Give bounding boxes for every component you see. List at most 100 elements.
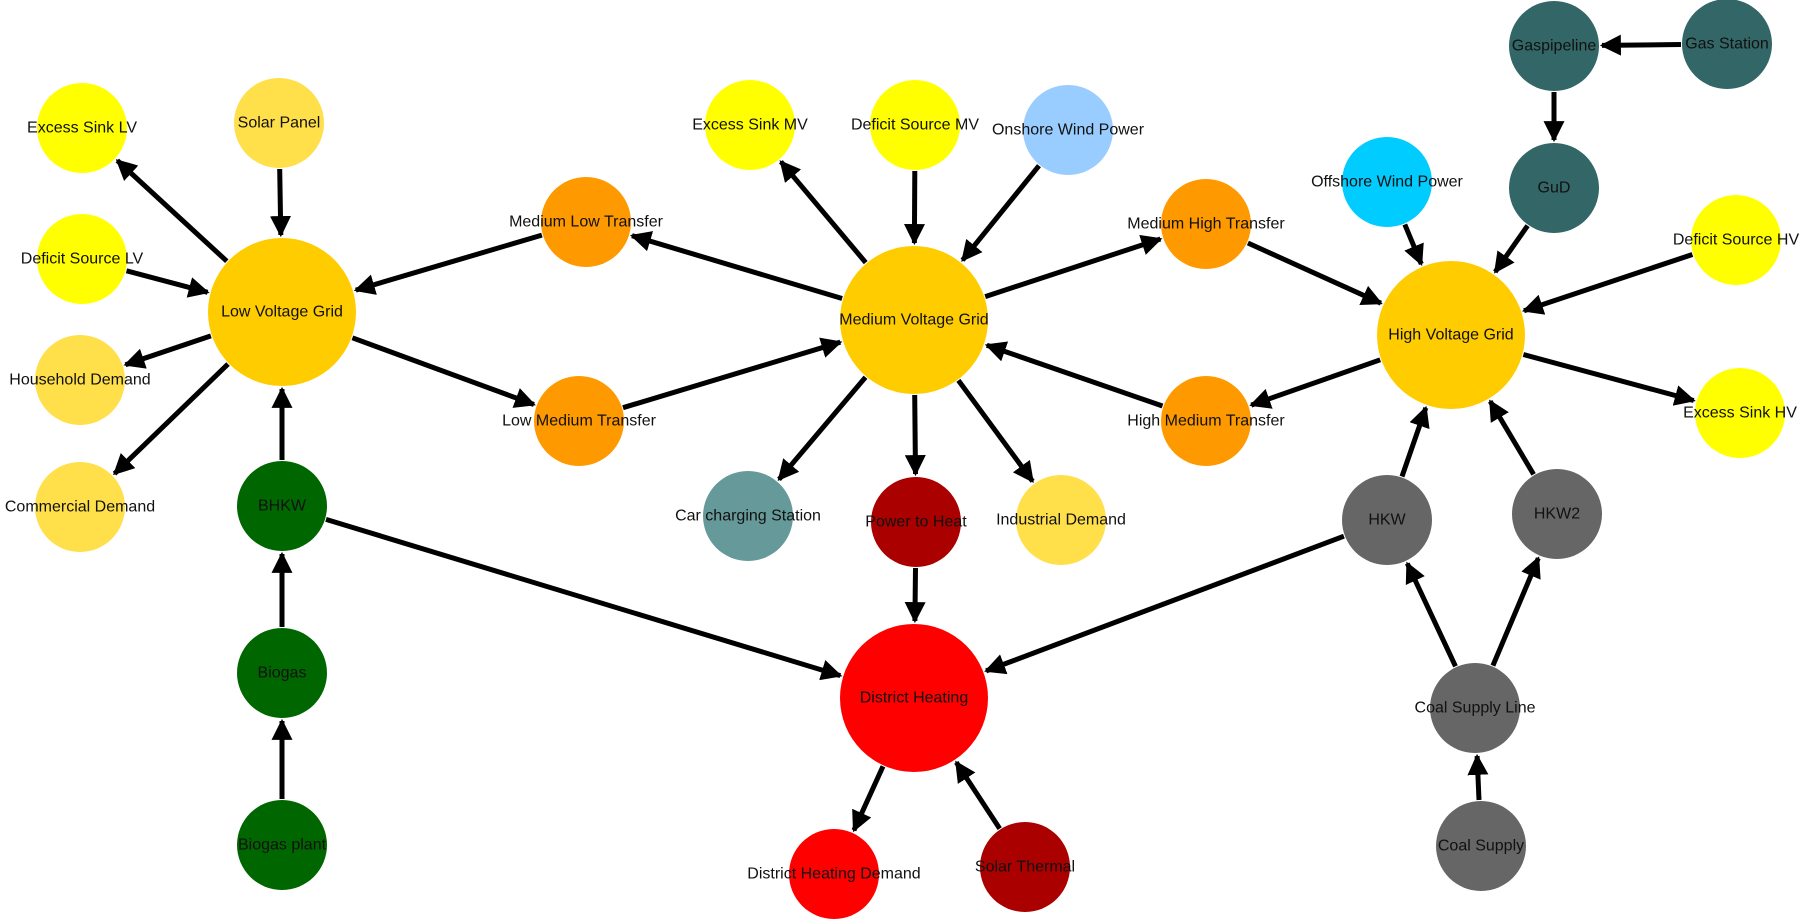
node-deficit-source-lv[interactable]: Deficit Source LV — [21, 214, 144, 304]
node-household-demand[interactable]: Household Demand — [9, 335, 151, 425]
edge-medium-voltage-grid-to-power-to-heat — [904, 394, 926, 477]
edge-coal-supply-line-to-hkw2 — [1490, 556, 1541, 667]
edge-gas-station-to-gaspipeline — [1599, 34, 1682, 56]
node-high-voltage-grid[interactable]: High Voltage Grid — [1377, 261, 1525, 409]
node-label-medium-voltage-grid: Medium Voltage Grid — [839, 312, 988, 329]
node-biogas[interactable]: Biogas — [237, 628, 327, 718]
node-deficit-source-hv[interactable]: Deficit Source HV — [1673, 195, 1800, 285]
node-excess-sink-lv[interactable]: Excess Sink LV — [27, 83, 137, 173]
node-district-heating-demand[interactable]: District Heating Demand — [747, 829, 921, 919]
node-label-onshore-wind-power: Onshore Wind Power — [992, 122, 1145, 139]
node-circle-medium-high-transfer[interactable] — [1161, 179, 1251, 269]
node-circle-industrial-demand[interactable] — [1016, 475, 1106, 565]
node-medium-high-transfer[interactable]: Medium High Transfer — [1127, 179, 1285, 269]
node-circle-medium-low-transfer[interactable] — [541, 177, 631, 267]
node-low-medium-transfer[interactable]: Low Medium Transfer — [502, 376, 657, 466]
node-circle-medium-voltage-grid[interactable] — [840, 246, 988, 394]
node-label-deficit-source-lv: Deficit Source LV — [21, 251, 144, 268]
node-label-district-heating-demand: District Heating Demand — [747, 866, 920, 883]
node-label-solar-thermal: Solar Thermal — [975, 859, 1075, 876]
node-biogas-plant[interactable]: Biogas plant — [237, 800, 327, 890]
node-label-coal-supply: Coal Supply — [1438, 838, 1524, 855]
edge-high-medium-transfer-to-medium-voltage-grid — [984, 341, 1164, 409]
edge-medium-voltage-grid-to-medium-high-transfer — [984, 234, 1163, 299]
node-hkw2[interactable]: HKW2 — [1512, 469, 1602, 559]
node-circle-low-voltage-grid[interactable] — [208, 238, 356, 386]
edge-hkw-to-district-heating — [984, 533, 1345, 675]
node-circle-excess-sink-lv[interactable] — [37, 83, 127, 173]
node-circle-coal-supply-line[interactable] — [1430, 663, 1520, 753]
node-circle-hkw[interactable] — [1342, 475, 1432, 565]
node-gaspipeline[interactable]: Gaspipeline — [1509, 1, 1599, 91]
node-excess-sink-mv[interactable]: Excess Sink MV — [692, 80, 808, 170]
node-commercial-demand[interactable]: Commercial Demand — [5, 462, 155, 552]
edge-low-voltage-grid-to-low-medium-transfer — [351, 335, 536, 408]
edge-power-to-heat-to-district-heating — [904, 567, 926, 624]
node-onshore-wind-power[interactable]: Onshore Wind Power — [992, 85, 1145, 175]
node-circle-coal-supply[interactable] — [1436, 801, 1526, 891]
edge-hkw2-to-high-voltage-grid — [1488, 399, 1536, 476]
node-hkw[interactable]: HKW — [1342, 475, 1432, 565]
node-circle-biogas[interactable] — [237, 628, 327, 718]
node-circle-bhkw[interactable] — [237, 461, 327, 551]
node-medium-voltage-grid[interactable]: Medium Voltage Grid — [839, 246, 989, 394]
node-circle-gud[interactable] — [1509, 143, 1599, 233]
node-circle-district-heating[interactable] — [840, 624, 988, 772]
node-circle-biogas-plant[interactable] — [237, 800, 327, 890]
node-circle-high-medium-transfer[interactable] — [1161, 376, 1251, 466]
node-circle-commercial-demand[interactable] — [35, 462, 125, 552]
node-circle-car-charging-station[interactable] — [703, 471, 793, 561]
node-circle-deficit-source-mv[interactable] — [870, 80, 960, 170]
node-solar-panel[interactable]: Solar Panel — [234, 78, 324, 168]
node-circle-low-medium-transfer[interactable] — [534, 376, 624, 466]
node-circle-excess-sink-hv[interactable] — [1695, 368, 1785, 458]
node-circle-solar-thermal[interactable] — [980, 822, 1070, 912]
edge-low-voltage-grid-to-household-demand — [123, 333, 212, 369]
node-label-low-voltage-grid: Low Voltage Grid — [221, 304, 343, 321]
node-label-high-voltage-grid: High Voltage Grid — [1388, 327, 1513, 344]
node-coal-supply[interactable]: Coal Supply — [1436, 801, 1526, 891]
node-circle-deficit-source-hv[interactable] — [1691, 195, 1781, 285]
node-power-to-heat[interactable]: Power to Heat — [865, 477, 967, 567]
node-circle-excess-sink-mv[interactable] — [705, 80, 795, 170]
node-circle-gaspipeline[interactable] — [1509, 1, 1599, 91]
edge-medium-voltage-grid-to-car-charging-station — [777, 375, 868, 482]
node-gas-station[interactable]: Gas Station — [1682, 0, 1772, 89]
node-bhkw[interactable]: BHKW — [237, 461, 327, 551]
edge-deficit-source-hv-to-high-voltage-grid — [1522, 252, 1694, 315]
node-low-voltage-grid[interactable]: Low Voltage Grid — [208, 238, 356, 386]
node-district-heating[interactable]: District Heating — [840, 624, 988, 772]
node-label-hkw: HKW — [1368, 512, 1406, 529]
node-offshore-wind-power[interactable]: Offshore Wind Power — [1311, 137, 1464, 227]
node-gud[interactable]: GuD — [1509, 143, 1599, 233]
edge-district-heating-to-district-heating-demand — [851, 765, 886, 833]
node-circle-power-to-heat[interactable] — [871, 477, 961, 567]
node-excess-sink-hv[interactable]: Excess Sink HV — [1683, 368, 1797, 458]
node-car-charging-station[interactable]: Car charging Station — [675, 471, 821, 561]
node-circle-onshore-wind-power[interactable] — [1023, 85, 1113, 175]
node-label-coal-supply-line: Coal Supply Line — [1415, 700, 1536, 717]
node-solar-thermal[interactable]: Solar Thermal — [975, 822, 1075, 912]
node-circle-solar-panel[interactable] — [234, 78, 324, 168]
edge-medium-voltage-grid-to-medium-low-transfer — [629, 231, 843, 301]
node-circle-district-heating-demand[interactable] — [789, 829, 879, 919]
node-label-power-to-heat: Power to Heat — [865, 514, 967, 531]
node-label-biogas-plant: Biogas plant — [238, 837, 327, 854]
node-circle-deficit-source-lv[interactable] — [37, 214, 127, 304]
node-deficit-source-mv[interactable]: Deficit Source MV — [851, 80, 979, 170]
node-circle-offshore-wind-power[interactable] — [1342, 137, 1432, 227]
node-medium-low-transfer[interactable]: Medium Low Transfer — [509, 177, 664, 267]
node-label-medium-low-transfer: Medium Low Transfer — [509, 214, 664, 231]
node-coal-supply-line[interactable]: Coal Supply Line — [1415, 663, 1536, 753]
edge-coal-supply-to-coal-supply-line — [1467, 753, 1489, 801]
edge-medium-voltage-grid-to-industrial-demand — [956, 378, 1035, 483]
node-circle-household-demand[interactable] — [35, 335, 125, 425]
node-high-medium-transfer[interactable]: High Medium Transfer — [1127, 376, 1285, 466]
node-industrial-demand[interactable]: Industrial Demand — [996, 475, 1126, 565]
node-circle-hkw2[interactable] — [1512, 469, 1602, 559]
node-label-deficit-source-mv: Deficit Source MV — [851, 117, 979, 134]
node-circle-gas-station[interactable] — [1682, 0, 1772, 89]
node-circle-high-voltage-grid[interactable] — [1377, 261, 1525, 409]
